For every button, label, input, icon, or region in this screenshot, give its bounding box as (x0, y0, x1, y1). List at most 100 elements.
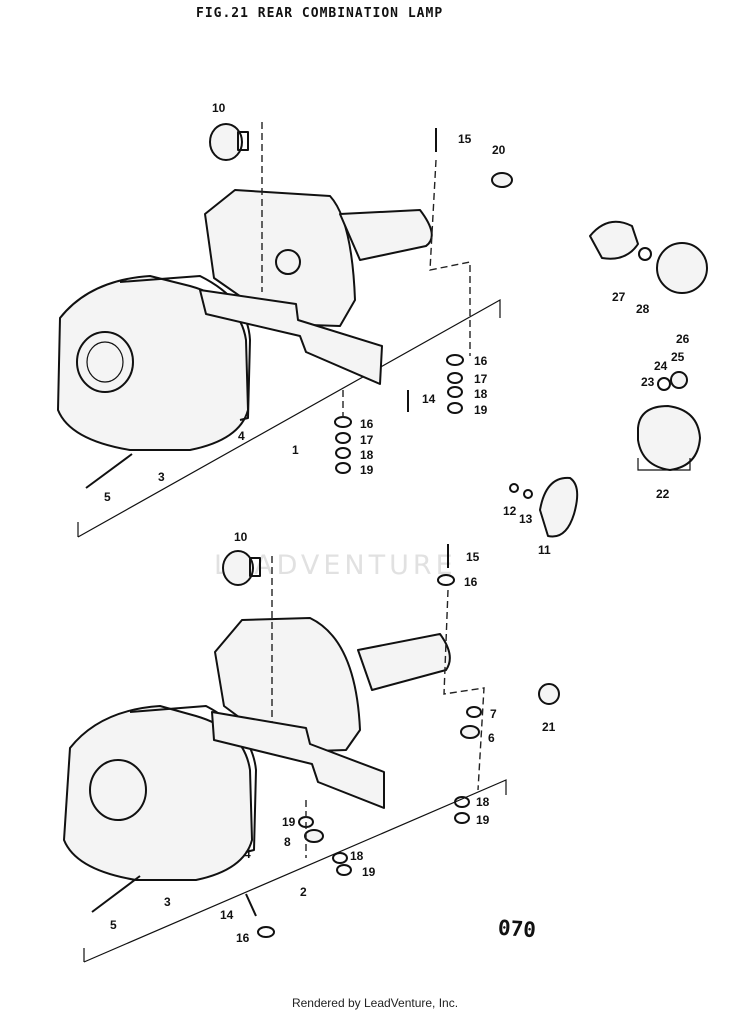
upper-frame-line (77, 298, 501, 538)
callout-5-lower: 5 (110, 918, 117, 932)
lamp-lens-upper (76, 331, 134, 393)
callout-19-lower-b: 19 (282, 815, 296, 829)
callout-22: 22 (656, 487, 670, 501)
callout-17a: 17 (474, 372, 488, 386)
callout-26: 26 (676, 332, 690, 346)
nut-13 (523, 489, 533, 499)
cap-21 (538, 683, 560, 705)
lamp-lens-lower (89, 759, 147, 821)
washer-18b (335, 447, 351, 459)
washer-17b (335, 432, 351, 444)
license-bracket-upper (199, 289, 383, 385)
washer-18-lower (454, 796, 470, 808)
callout-14-lower: 14 (220, 908, 234, 922)
callout-15-upper: 15 (458, 132, 472, 146)
callout-5-upper: 5 (104, 490, 111, 504)
washer-18-lower-b (332, 852, 348, 864)
washer-24 (657, 377, 671, 391)
bulb-base-upper (237, 131, 249, 151)
nut-19a (447, 402, 463, 414)
nut-25 (670, 371, 688, 389)
callout-4-lower: 4 (244, 847, 251, 861)
bracket-22 (637, 458, 691, 471)
figure-title: FIG.21 REAR COMBINATION LAMP (196, 6, 444, 21)
callout-24: 24 (654, 359, 668, 373)
bulb-base-lower (249, 557, 261, 577)
washer-17a (447, 372, 463, 384)
reflector-holder-27 (589, 220, 639, 260)
upper-assembly (57, 122, 708, 538)
washer-18a (447, 386, 463, 398)
footer-credit: Rendered by LeadVenture, Inc. (291, 996, 459, 1010)
washer-16-lower (437, 574, 455, 586)
screw-14-lower (245, 893, 257, 917)
callout-18-lower: 18 (476, 795, 490, 809)
callout-3-lower: 3 (164, 895, 171, 909)
leader-15-lower (443, 589, 485, 791)
callout-18a: 18 (474, 387, 488, 401)
callout-16b: 16 (360, 417, 374, 431)
nut-19b (335, 462, 351, 474)
callout-2: 2 (300, 885, 307, 899)
callout-14-upper: 14 (422, 392, 436, 406)
grommet-6 (460, 725, 480, 739)
nut-19-lower-c (336, 864, 352, 876)
reflector-26 (656, 242, 708, 294)
callout-13: 13 (519, 512, 533, 526)
callout-28: 28 (636, 302, 650, 316)
callout-19b: 19 (360, 463, 374, 477)
callouts-lower: 10 15 16 7 6 21 18 19 19 8 18 19 4 3 2 5… (110, 530, 556, 945)
callout-18-lower-b: 18 (350, 849, 364, 863)
grommet-8 (304, 829, 324, 843)
lower-frame-line (83, 779, 507, 963)
bracket-arm-upper (339, 209, 433, 261)
reflector-11 (539, 476, 579, 538)
nut-19-lower (454, 812, 470, 824)
washer-16a (446, 354, 464, 366)
license-bracket-lower (211, 711, 385, 809)
callout-19-lower-c: 19 (362, 865, 376, 879)
callout-17b: 17 (360, 433, 374, 447)
callout-21: 21 (542, 720, 556, 734)
lamp-housing-upper (57, 275, 249, 451)
callout-25: 25 (671, 350, 685, 364)
screw-28 (638, 247, 652, 261)
washer-16b (334, 416, 352, 428)
page-number: 070 (497, 915, 537, 943)
callout-3-upper: 3 (158, 470, 165, 484)
callout-10-upper: 10 (212, 101, 226, 115)
callout-27: 27 (612, 290, 626, 304)
lower-assembly (63, 544, 560, 963)
callout-16-lower-b: 16 (236, 931, 250, 945)
callout-16a: 16 (474, 354, 488, 368)
callout-16-lower: 16 (464, 575, 478, 589)
callouts-upper: 10 15 20 27 28 26 16 17 18 19 14 16 17 1… (104, 101, 690, 557)
bulb-upper (209, 123, 243, 161)
screw-12 (509, 483, 519, 493)
callout-11: 11 (538, 543, 551, 557)
bulb-lower (222, 550, 254, 586)
callout-12: 12 (503, 504, 517, 518)
callout-8: 8 (284, 835, 291, 849)
reflector-22 (637, 405, 701, 471)
callout-20: 20 (492, 143, 506, 157)
callout-10-lower: 10 (234, 530, 248, 544)
callout-1: 1 (292, 443, 299, 457)
washer-7 (466, 706, 482, 718)
callout-23: 23 (641, 375, 655, 389)
bracket-arm-lower (357, 633, 451, 691)
callout-19-lower: 19 (476, 813, 490, 827)
callout-7: 7 (490, 707, 497, 721)
callout-19a: 19 (474, 403, 488, 417)
leader-15-upper (429, 159, 471, 356)
grommet-20 (491, 172, 513, 188)
mounting-plate-upper (204, 189, 356, 327)
lamp-housing-lower (63, 705, 253, 881)
callout-4-upper: 4 (238, 429, 245, 443)
callout-18b: 18 (360, 448, 374, 462)
callout-6: 6 (488, 731, 495, 745)
lamp-lens-inner-upper (86, 341, 124, 383)
washer-16-lower-b (257, 926, 275, 938)
